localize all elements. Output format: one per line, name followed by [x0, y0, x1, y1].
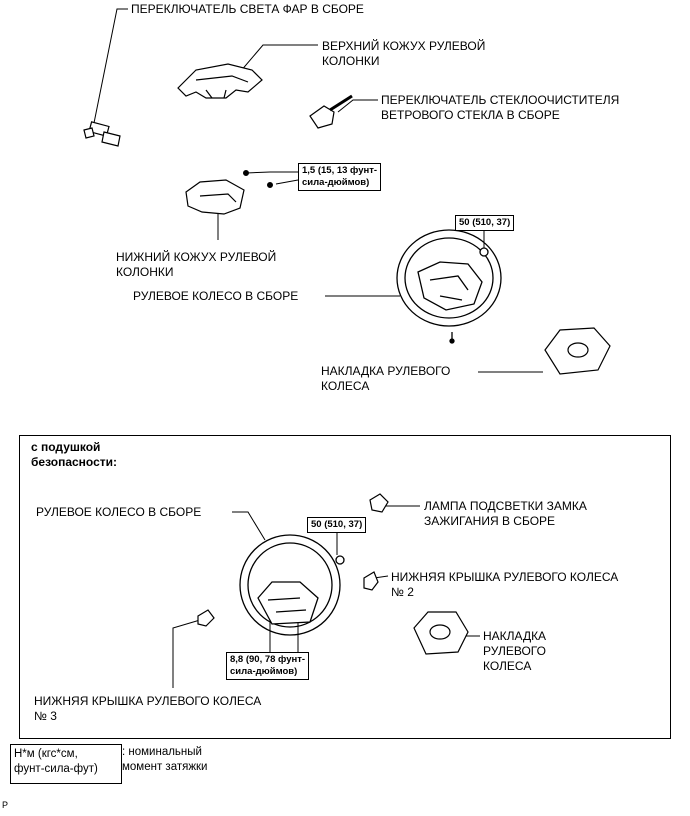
- cover-screws: [243, 170, 273, 188]
- headlight-switch-part: [83, 121, 121, 147]
- leader-headlight-switch: [92, 8, 128, 129]
- label-ab-steering-wheel: РУЛЕВОЕ КОЛЕСО В СБОРЕ: [36, 505, 202, 519]
- leader-wiper-switch: [337, 99, 378, 113]
- torque-badge-ab-wheel: 50 (510, 37): [307, 517, 367, 533]
- label-upper-cover: ВЕРХНИЙ КОЖУХ РУЛЕВОЙ КОЛОНКИ: [322, 39, 486, 68]
- torque-badge-cover: 1,5 (15, 13 фунт- сила-дюймов): [298, 163, 382, 191]
- wheel-pad-part: [544, 327, 611, 375]
- airbag-heading: с подушкой безопасности:: [31, 440, 118, 469]
- label-wheel-pad: НАКЛАДКА РУЛЕВОГО КОЛЕСА: [321, 364, 451, 393]
- legend-unit-box: Н*м (кгс*см, фунт-сила-фут): [10, 744, 122, 784]
- ab-lower-cover-2-part: [363, 571, 379, 591]
- corner-code: P: [2, 800, 9, 810]
- label-lower-cover: НИЖНИЙ КОЖУХ РУЛЕВОЙ КОЛОНКИ: [116, 250, 277, 279]
- ab-ignition-lamp-part: [369, 493, 389, 513]
- leader-upper-cover: [239, 44, 318, 73]
- label-ab-lower-cover-2: НИЖНЯЯ КРЫШКА РУЛЕВОГО КОЛЕСА № 2: [391, 570, 619, 599]
- steering-wheel-part: [396, 229, 502, 344]
- lower-cover-part: [185, 179, 245, 215]
- label-wiper-switch: ПЕРЕКЛЮЧАТЕЛЬ СТЕКЛООЧИСТИТЕЛЯ ВЕТРОВОГО…: [381, 93, 620, 122]
- leader-ab-lower-cover-3: [172, 619, 201, 688]
- airbag-section-frame: [19, 435, 671, 739]
- label-steering-wheel: РУЛЕВОЕ КОЛЕСО В СБОРЕ: [133, 289, 299, 303]
- leader-torque-cover: [245, 171, 299, 185]
- label-ab-ignition-lamp: ЛАМПА ПОДСВЕТКИ ЗАМКА ЗАЖИГАНИЯ В СБОРЕ: [424, 499, 587, 528]
- ab-steering-wheel-part: [239, 534, 345, 636]
- leader-ab-steering-wheel: [232, 511, 266, 541]
- label-ab-wheel-pad: НАКЛАДКА РУЛЕВОГО КОЛЕСА: [483, 629, 547, 673]
- label-headlight-switch: ПЕРЕКЛЮЧАТЕЛЬ СВЕТА ФАР В СБОРЕ: [131, 2, 364, 16]
- ab-lower-cover-3-part: [197, 609, 215, 627]
- upper-cover-part: [177, 63, 263, 99]
- torque-badge-wheel: 50 (510, 37): [455, 215, 515, 231]
- wiper-switch-part: [309, 94, 353, 129]
- legend-meaning: : номинальный момент затяжки: [122, 746, 208, 773]
- label-ab-lower-cover-3: НИЖНЯЯ КРЫШКА РУЛЕВОГО КОЛЕСА № 3: [34, 694, 262, 723]
- ab-wheel-pad-part: [413, 611, 469, 655]
- torque-badge-ab-pad: 8,8 (90, 78 фунт- сила-дюймов): [226, 652, 310, 680]
